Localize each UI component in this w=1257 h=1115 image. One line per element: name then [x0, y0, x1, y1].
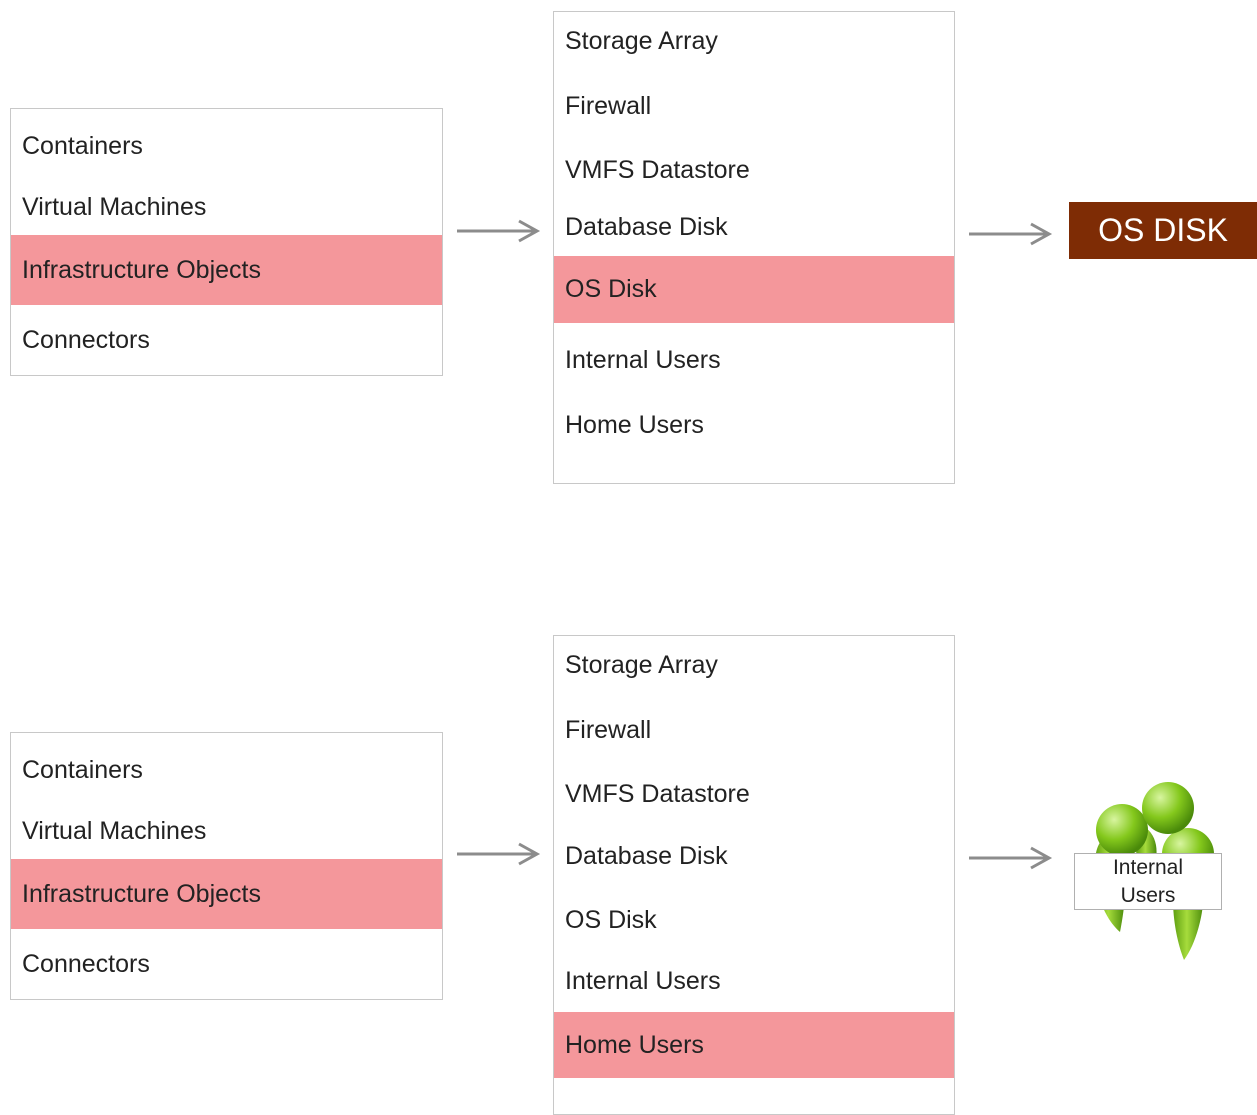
category-label: Infrastructure Objects	[22, 255, 261, 284]
object-label: Internal Users	[565, 345, 721, 374]
object-label: Home Users	[565, 410, 704, 439]
object-list-bottom: Storage Array Firewall VMFS Datastore Da…	[553, 635, 955, 1115]
label-line-1: Internal	[1112, 856, 1184, 879]
category-label: Virtual Machines	[22, 192, 207, 221]
object-label: Storage Array	[565, 650, 718, 679]
object-item-home-users[interactable]: Home Users	[554, 397, 954, 453]
object-label: OS Disk	[565, 905, 657, 934]
category-item-virtual-machines[interactable]: Virtual Machines	[11, 179, 442, 235]
object-item-os-disk[interactable]: OS Disk	[554, 890, 954, 950]
object-item-vmfs-datastore[interactable]: VMFS Datastore	[554, 142, 954, 198]
category-item-connectors[interactable]: Connectors	[11, 305, 442, 375]
object-label: OS Disk	[565, 275, 657, 303]
internal-users-result: Internal Users	[1074, 780, 1224, 965]
object-item-internal-users[interactable]: Internal Users	[554, 950, 954, 1012]
category-label: Containers	[22, 132, 143, 160]
object-item-database-disk[interactable]: Database Disk	[554, 822, 954, 890]
category-label: Virtual Machines	[22, 816, 207, 845]
object-label: Firewall	[565, 91, 652, 120]
object-item-storage-array[interactable]: Storage Array	[554, 12, 954, 70]
internal-users-label: Internal Users	[1074, 853, 1222, 910]
label-line-2: Users	[1120, 884, 1176, 907]
category-label: Containers	[22, 756, 143, 784]
result-label: OS DISK	[1098, 212, 1228, 248]
os-disk-result-box: OS DISK	[1069, 202, 1257, 259]
object-label: Firewall	[565, 715, 652, 744]
object-item-home-users[interactable]: Home Users	[554, 1012, 954, 1078]
category-item-containers[interactable]: Containers	[11, 114, 442, 179]
arrow-right-icon	[457, 842, 541, 866]
object-item-vmfs-datastore[interactable]: VMFS Datastore	[554, 766, 954, 822]
category-list-top: Containers Virtual Machines Infrastructu…	[10, 108, 443, 376]
category-label: Connectors	[22, 325, 150, 354]
category-item-infrastructure-objects[interactable]: Infrastructure Objects	[11, 859, 442, 929]
arrow-right-icon	[969, 846, 1053, 870]
object-label: Database Disk	[565, 212, 728, 241]
object-item-firewall[interactable]: Firewall	[554, 70, 954, 142]
object-list-top: Storage Array Firewall VMFS Datastore Da…	[553, 11, 955, 484]
object-item-os-disk[interactable]: OS Disk	[554, 256, 954, 323]
object-item-database-disk[interactable]: Database Disk	[554, 198, 954, 256]
object-label: VMFS Datastore	[565, 779, 750, 808]
category-item-virtual-machines[interactable]: Virtual Machines	[11, 803, 442, 859]
object-label: Database Disk	[565, 841, 728, 870]
object-label: Storage Array	[565, 26, 718, 55]
object-label: VMFS Datastore	[565, 155, 750, 184]
object-label: Home Users	[565, 1030, 704, 1059]
object-label: Internal Users	[565, 966, 721, 995]
object-item-firewall[interactable]: Firewall	[554, 694, 954, 766]
arrow-right-icon	[457, 219, 541, 243]
category-item-infrastructure-objects[interactable]: Infrastructure Objects	[11, 235, 442, 305]
object-item-internal-users[interactable]: Internal Users	[554, 323, 954, 397]
object-item-storage-array[interactable]: Storage Array	[554, 636, 954, 694]
category-item-connectors[interactable]: Connectors	[11, 929, 442, 999]
category-label: Connectors	[22, 949, 150, 978]
category-item-containers[interactable]: Containers	[11, 738, 442, 803]
arrow-right-icon	[969, 222, 1053, 246]
category-label: Infrastructure Objects	[22, 879, 261, 908]
category-list-bottom: Containers Virtual Machines Infrastructu…	[10, 732, 443, 1000]
